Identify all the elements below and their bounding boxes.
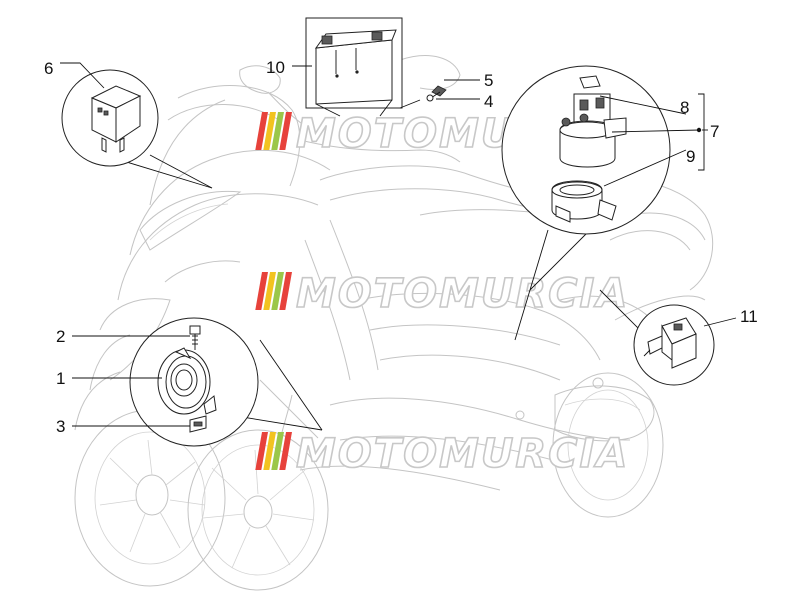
horn-part [157, 347, 217, 415]
callout-1: 1 [56, 369, 65, 388]
callout-10: 10 [266, 58, 285, 77]
callout-3: 3 [56, 417, 65, 436]
callout-6: 6 [44, 59, 53, 78]
horn-bolt-part [189, 325, 201, 350]
solenoid-detail-bubble [501, 65, 705, 341]
relay-detail-bubble [61, 69, 213, 189]
callout-labels: 6 10 5 4 8 7 9 11 2 1 3 [44, 58, 758, 436]
horn-connector-part [189, 415, 207, 433]
watermark-bottom: MOTOMURCIA [255, 430, 629, 478]
terminal-screws [399, 85, 447, 109]
solenoid-bracket-part [551, 180, 617, 223]
watermark-middle-text: MOTOMURCIA [296, 271, 629, 317]
callout-7: 7 [710, 122, 719, 141]
callout-2: 2 [56, 327, 65, 346]
callout-9: 9 [686, 147, 695, 166]
watermark-bottom-text: MOTOMURCIA [296, 431, 629, 477]
callout-8: 8 [680, 98, 689, 117]
relay-part [90, 85, 142, 153]
callout-11: 11 [740, 307, 758, 326]
switch-detail-bubble [599, 289, 715, 386]
callout-5: 5 [484, 71, 493, 90]
callout-4: 4 [484, 92, 493, 111]
battery-part [305, 17, 403, 117]
horn-detail-bubble [129, 317, 323, 447]
switch-part [643, 317, 697, 369]
watermark-middle: MOTOMURCIA [255, 270, 629, 318]
solenoid-part [559, 75, 627, 168]
